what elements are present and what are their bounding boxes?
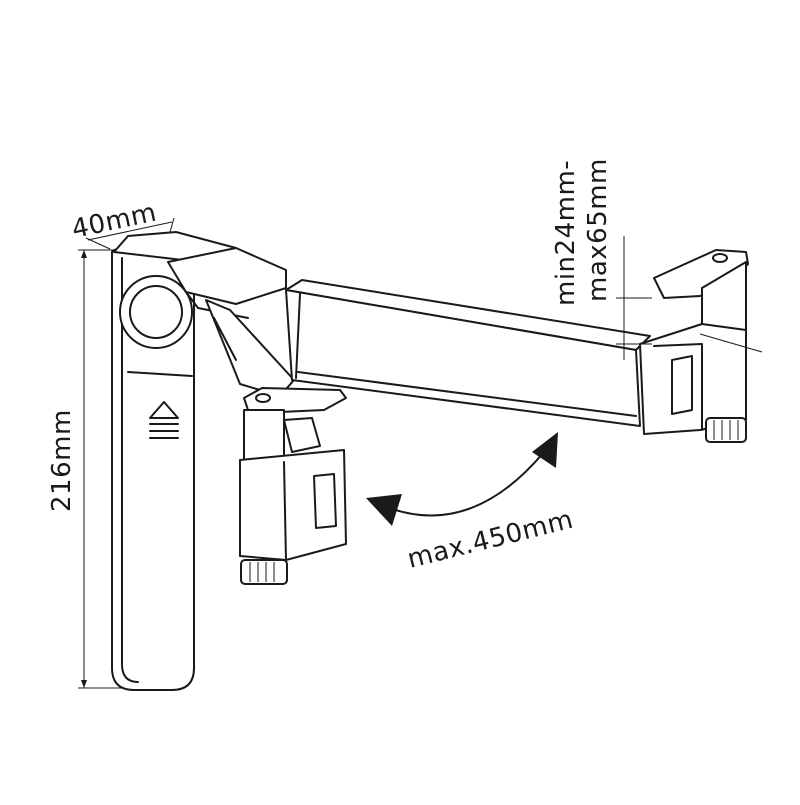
post-edge xyxy=(121,257,139,683)
height-arrow-top xyxy=(81,250,87,258)
eject-arrow-icon xyxy=(149,401,179,439)
left-clamp-knob xyxy=(240,559,288,585)
left-clamp xyxy=(239,387,347,585)
swing-arrow-right xyxy=(532,432,558,468)
elbow-joint xyxy=(167,247,295,397)
long-arm xyxy=(285,279,651,427)
width-dimension-left-tick xyxy=(85,237,111,250)
left-clamp-screw xyxy=(255,393,271,403)
long-arm-front xyxy=(285,289,641,427)
post-seam xyxy=(127,371,193,377)
right-clamp xyxy=(639,249,749,443)
swing-arc-arrow-icon xyxy=(366,432,558,526)
short-arm-edge xyxy=(213,317,237,361)
left-clamp-upper-body xyxy=(243,409,285,463)
swing-arrow-left xyxy=(366,494,402,526)
post-knob-inner xyxy=(129,285,183,339)
clamp-range-dimension xyxy=(616,236,763,360)
height-label: 216mm xyxy=(47,409,77,512)
width-dimension-line xyxy=(87,221,173,241)
right-clamp-screw xyxy=(712,253,728,263)
clamp-range-leader xyxy=(699,333,763,353)
left-clamp-upper-side xyxy=(283,417,321,453)
long-arm-bottom-line xyxy=(297,371,637,417)
long-arm-left-edge xyxy=(295,293,301,379)
swing-arc xyxy=(383,451,545,517)
width-dimension xyxy=(85,217,175,250)
vertical-post xyxy=(111,231,237,691)
height-dimension xyxy=(78,249,126,689)
right-clamp-edge xyxy=(653,343,703,431)
right-clamp-slot xyxy=(671,355,693,415)
left-clamp-slot xyxy=(313,473,337,529)
left-clamp-top-plate xyxy=(243,387,347,413)
right-clamp-knob xyxy=(705,417,747,443)
height-arrow-bottom xyxy=(81,680,87,688)
clamp-range-label-line2: max65mm xyxy=(583,158,613,302)
left-clamp-lower-edge xyxy=(283,461,287,561)
width-dimension-right-tick xyxy=(169,217,175,233)
short-arm xyxy=(205,299,295,397)
clamp-range-label-line1: min24mm- xyxy=(551,160,581,306)
eject-triangle xyxy=(149,401,179,419)
